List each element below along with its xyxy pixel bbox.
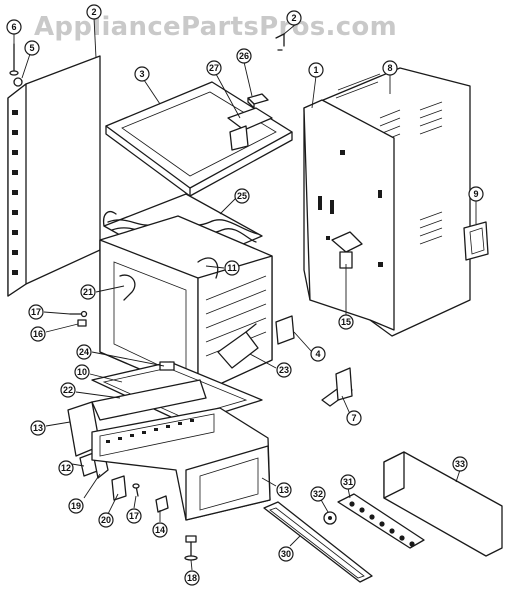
callout-13-left: 13 — [30, 420, 46, 436]
callout-label: 12 — [61, 463, 71, 473]
callout-5: 5 — [24, 40, 40, 56]
callout-6: 6 — [6, 19, 22, 35]
part-cover-9 — [463, 221, 489, 261]
callout-label: 19 — [71, 501, 81, 511]
part-leg-18 — [184, 535, 198, 561]
callout-label: 18 — [187, 573, 197, 583]
callout-15: 15 — [338, 314, 354, 330]
callout-label: 26 — [239, 51, 249, 61]
callout-9: 9 — [468, 186, 484, 202]
callout-label: 5 — [29, 43, 34, 53]
part-drawer-33 — [383, 451, 503, 557]
callout-2-top-left: 2 — [86, 4, 102, 20]
callout-label: 24 — [79, 347, 89, 357]
callout-label: 17 — [31, 307, 41, 317]
callout-23: 23 — [276, 362, 292, 378]
part-bracket-27 — [227, 107, 273, 151]
callout-18: 18 — [184, 570, 200, 586]
part-bracket-24 — [159, 361, 175, 371]
callout-17-upper: 17 — [28, 304, 44, 320]
part-bracket-20 — [111, 475, 127, 501]
callout-label: 17 — [129, 511, 139, 521]
callout-30: 30 — [278, 546, 294, 562]
callout-13-right: 13 — [276, 482, 292, 498]
callout-label: 2 — [91, 7, 96, 17]
callout-label: 13 — [279, 485, 289, 495]
callout-19: 19 — [68, 498, 84, 514]
callout-33: 33 — [452, 456, 468, 472]
callout-22: 22 — [60, 382, 76, 398]
part-kick-panel-30 — [263, 501, 373, 583]
part-screw-6 — [9, 43, 19, 76]
callout-32: 32 — [310, 486, 326, 502]
part-manifold-31 — [337, 493, 425, 549]
callout-label: 7 — [351, 413, 356, 423]
callout-4: 4 — [310, 346, 326, 362]
callout-label: 14 — [155, 525, 165, 535]
callout-label: 10 — [77, 367, 87, 377]
part-clip-14 — [155, 495, 169, 513]
callout-label: 6 — [11, 22, 16, 32]
part-block-26 — [247, 93, 269, 109]
callout-label: 11 — [227, 263, 237, 273]
callout-label: 21 — [83, 287, 93, 297]
part-screw-17-upper — [69, 310, 88, 318]
part-screw-17-lower — [132, 483, 140, 497]
callout-label: 16 — [33, 329, 43, 339]
part-igniter-23 — [217, 323, 259, 369]
callout-12: 12 — [58, 460, 74, 476]
callout-label: 31 — [343, 477, 353, 487]
callout-label: 25 — [237, 191, 247, 201]
part-side-panel-2 — [7, 55, 101, 297]
callout-label: 13 — [33, 423, 43, 433]
part-back-panel-8 — [303, 67, 471, 337]
callout-2-top-right: 2 — [286, 10, 302, 26]
callout-7: 7 — [346, 410, 362, 426]
part-bracket-4 — [275, 315, 295, 345]
callout-label: 15 — [341, 317, 351, 327]
callout-label: 9 — [473, 189, 478, 199]
callout-label: 33 — [455, 459, 465, 469]
part-bracket-7 — [321, 367, 353, 407]
callout-label: 2 — [291, 13, 296, 23]
callout-label: 30 — [281, 549, 291, 559]
part-knob-32 — [323, 511, 337, 525]
callout-label: 8 — [387, 63, 392, 73]
part-clip-16 — [77, 319, 87, 327]
callout-26: 26 — [236, 48, 252, 64]
callout-20: 20 — [98, 512, 114, 528]
callout-3: 3 — [134, 66, 150, 82]
callout-16: 16 — [30, 326, 46, 342]
callout-24: 24 — [76, 344, 92, 360]
callout-label: 23 — [279, 365, 289, 375]
callout-label: 27 — [209, 63, 219, 73]
callout-14: 14 — [152, 522, 168, 538]
part-clip-5 — [13, 77, 23, 87]
callout-label: 4 — [315, 349, 320, 359]
callout-21: 21 — [80, 284, 96, 300]
callout-label: 32 — [313, 489, 323, 499]
callout-10: 10 — [74, 364, 90, 380]
callout-label: 1 — [313, 65, 318, 75]
callout-25: 25 — [234, 188, 250, 204]
callout-label: 3 — [139, 69, 144, 79]
callout-label: 20 — [101, 515, 111, 525]
callout-31: 31 — [340, 474, 356, 490]
callout-27: 27 — [206, 60, 222, 76]
callout-11: 11 — [224, 260, 240, 276]
callout-label: 22 — [63, 385, 73, 395]
callout-1: 1 — [308, 62, 324, 78]
callout-17-lower: 17 — [126, 508, 142, 524]
callout-8: 8 — [382, 60, 398, 76]
part-drawer-assembly — [91, 407, 271, 521]
